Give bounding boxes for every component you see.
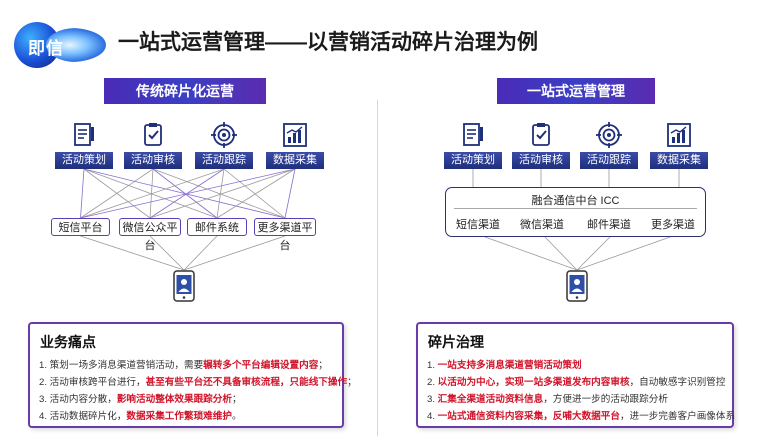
icc-item-more: 更多渠道 bbox=[651, 219, 695, 231]
brand-logo: 即信 bbox=[14, 22, 106, 68]
document-list-icon bbox=[70, 121, 98, 149]
connector-line bbox=[149, 168, 296, 219]
governance-line: 4. 一站式通信资料内容采集，反哺大数据平台，进一步完善客户画像体系 bbox=[427, 408, 735, 422]
center-divider bbox=[377, 100, 378, 436]
icc-item-email: 邮件渠道 bbox=[587, 219, 631, 231]
platform-box: 更多渠道平台 bbox=[254, 218, 316, 252]
governance-line-text: 3. bbox=[427, 394, 438, 405]
connector-line bbox=[576, 236, 671, 271]
pain-point-line-highlight: 甚至有些平台还不具备审核流程，只能线下操作 bbox=[145, 377, 348, 388]
platform-box: 邮件系统 bbox=[187, 218, 247, 236]
left-channel-label: 活动跟踪 bbox=[195, 152, 253, 169]
pain-point-line: 2. 活动审核跨平台进行，甚至有些平台还不具备审核流程，只能线下操作； bbox=[39, 374, 357, 388]
governance-line-tail: ，进一步完善客户画像体系 bbox=[619, 411, 736, 422]
pain-point-line-text: 2. 活动审核跨平台进行， bbox=[39, 377, 146, 388]
icc-item-sms: 短信渠道 bbox=[456, 219, 500, 231]
connector-line bbox=[183, 235, 286, 271]
pain-point-line-highlight: 影响活动整体效果跟踪分析 bbox=[116, 394, 232, 405]
connector-line bbox=[576, 236, 611, 271]
right-channel-label: 数据采集 bbox=[650, 152, 708, 169]
left-channel-label: 数据采集 bbox=[266, 152, 324, 169]
governance-line-tail: ，自动敏感字识别管控 bbox=[629, 377, 726, 388]
connector-line bbox=[152, 168, 286, 219]
connector-line bbox=[183, 235, 218, 271]
phone-icon bbox=[173, 270, 195, 302]
governance-title: 碎片治理 bbox=[428, 334, 484, 350]
governance-line-text: 1. bbox=[427, 360, 438, 371]
governance-line-text: 4. bbox=[427, 411, 438, 422]
connector-line bbox=[80, 168, 154, 219]
left-channel-label: 活动策划 bbox=[55, 152, 113, 169]
governance-line-highlight: 一站支持多消息渠道营销活动策划 bbox=[437, 360, 582, 371]
pain-point-line-text: 3. 活动内容分散， bbox=[39, 394, 117, 405]
left-channel-label: 活动审核 bbox=[124, 152, 182, 169]
connector-line bbox=[83, 168, 218, 219]
target-icon bbox=[210, 121, 238, 149]
connector-line bbox=[216, 168, 225, 219]
logo-text: 即信 bbox=[28, 39, 64, 58]
governance-line: 3. 汇集全渠道活动资料信息，方便进一步的活动跟踪分析 bbox=[427, 391, 668, 405]
left-connector-lines bbox=[80, 168, 296, 271]
connector-line bbox=[216, 168, 296, 219]
pain-point-line: 4. 活动数据碎片化，数据采集工作繁琐难维护。 bbox=[39, 408, 242, 422]
connector-line bbox=[80, 168, 225, 219]
right-channel-label: 活动跟踪 bbox=[580, 152, 638, 169]
governance-line-highlight: 一站式通信资料内容采集，反哺大数据平台 bbox=[437, 411, 620, 422]
banner-one-stop: 一站式运营管理 bbox=[497, 78, 655, 104]
governance-line-text: 2. bbox=[427, 377, 438, 388]
check-document-icon bbox=[139, 121, 167, 149]
icc-item-wechat: 微信渠道 bbox=[520, 219, 564, 231]
platform-box: 微信公众平台 bbox=[119, 218, 181, 252]
pain-points-box: 业务痛点 1. 策划一场多消息渠道营销活动，需要辗转多个平台编辑设置内容；2. … bbox=[28, 322, 357, 428]
bar-chart-icon bbox=[665, 121, 693, 149]
governance-line-highlight: 汇集全渠道活动资料信息 bbox=[437, 394, 544, 405]
icc-hub-box: 融合通信中台 ICC 短信渠道 微信渠道 邮件渠道 更多渠道 bbox=[445, 187, 706, 237]
check-document-icon bbox=[527, 121, 555, 149]
right-channel-label: 活动审核 bbox=[512, 152, 570, 169]
pain-point-line-highlight: 辗转多个平台编辑设置内容 bbox=[203, 360, 319, 371]
governance-line-highlight: 以活动为中心，实现一站多渠道发布内容审核 bbox=[437, 377, 630, 388]
governance-line: 1. 一站支持多消息渠道营销活动策划 bbox=[427, 357, 582, 371]
icc-title: 融合通信中台 ICC bbox=[531, 195, 620, 207]
icc-divider bbox=[454, 208, 697, 209]
pain-point-line-tail: ； bbox=[347, 377, 357, 388]
connector-line bbox=[284, 168, 296, 219]
right-connector-lines bbox=[472, 169, 680, 271]
connector-line bbox=[80, 168, 85, 219]
pain-points-title: 业务痛点 bbox=[40, 334, 96, 350]
connector-line bbox=[80, 168, 296, 219]
pain-point-line-text: 1. 策划一场多消息渠道营销活动，需要 bbox=[39, 360, 204, 371]
document-list-icon bbox=[459, 121, 487, 149]
page-title: 一站式运营管理——以营销活动碎片治理为例 bbox=[118, 31, 538, 54]
pain-point-line-text: 4. 活动数据碎片化， bbox=[39, 411, 127, 422]
pain-point-line-tail: ； bbox=[318, 360, 328, 371]
phone-icon bbox=[566, 270, 588, 302]
governance-line: 2. 以活动为中心，实现一站多渠道发布内容审核，自动敏感字识别管控 bbox=[427, 374, 725, 388]
pain-point-line: 3. 活动内容分散，影响活动整体效果跟踪分析； bbox=[39, 391, 242, 405]
pain-point-line: 1. 策划一场多消息渠道营销活动，需要辗转多个平台编辑设置内容； bbox=[39, 357, 328, 371]
connector-line bbox=[484, 236, 578, 271]
connector-line bbox=[544, 236, 578, 271]
governance-line-tail: ，方便进一步的活动跟踪分析 bbox=[543, 394, 668, 405]
connector-line bbox=[149, 235, 185, 271]
target-icon bbox=[595, 121, 623, 149]
logo-swirl bbox=[46, 28, 106, 62]
platform-box: 短信平台 bbox=[51, 218, 110, 236]
bar-chart-icon bbox=[281, 121, 309, 149]
governance-box: 碎片治理 1. 一站支持多消息渠道营销活动策划 2. 以活动为中心，实现一站多渠道… bbox=[416, 322, 735, 428]
connector-line bbox=[223, 168, 286, 219]
connector-line bbox=[152, 168, 218, 219]
pain-point-line-tail: 。 bbox=[231, 411, 242, 422]
connector-line bbox=[80, 235, 185, 271]
pain-point-line-tail: ； bbox=[231, 394, 242, 405]
banner-traditional: 传统碎片化运营 bbox=[104, 78, 266, 104]
right-channel-label: 活动策划 bbox=[444, 152, 502, 169]
pain-point-line-highlight: 数据采集工作繁琐难维护 bbox=[126, 411, 232, 422]
